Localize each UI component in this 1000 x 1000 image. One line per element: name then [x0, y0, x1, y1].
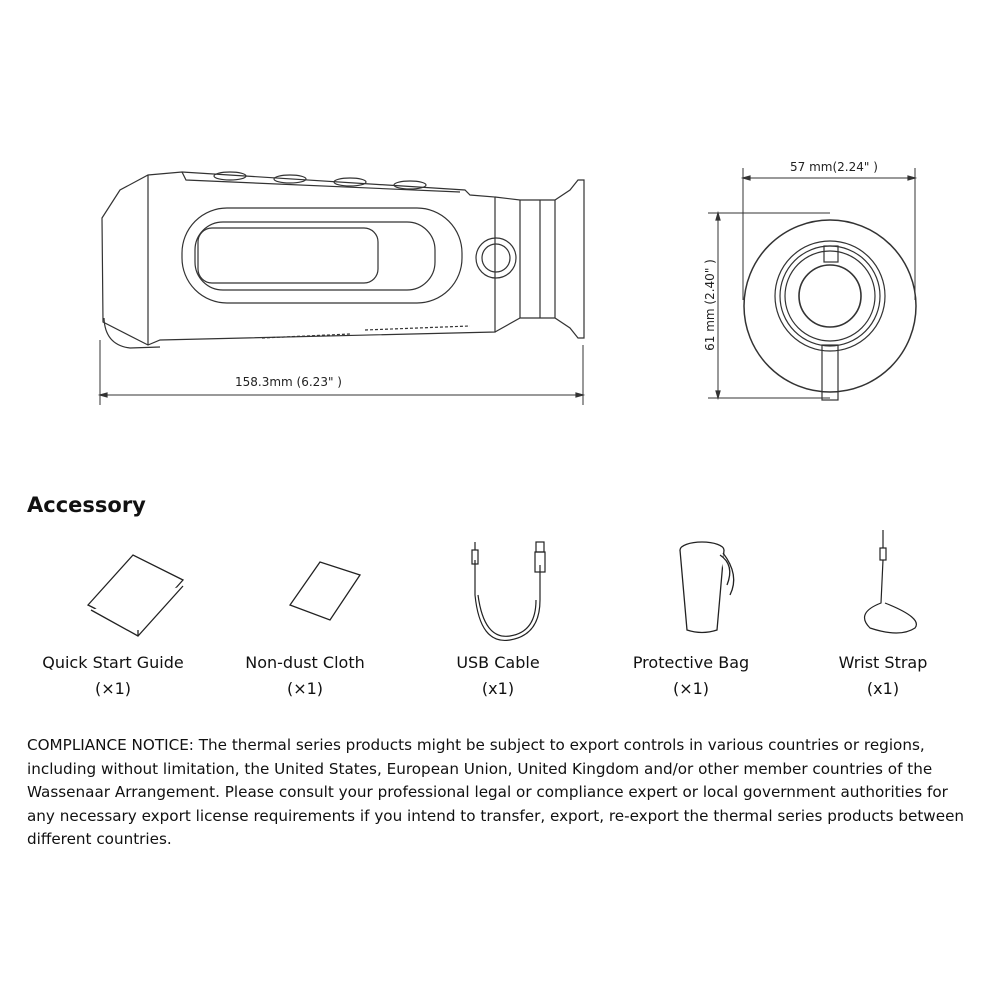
accessory-name: Non-dust Cloth	[245, 653, 365, 672]
accessory-item-quick-start-guide: Quick Start Guide (×1)	[18, 650, 208, 702]
accessory-name: Wrist Strap	[838, 653, 928, 672]
usb-cable-icon	[471, 541, 546, 642]
wrist-strap-icon	[863, 530, 917, 634]
accessory-qty: (×1)	[94, 679, 132, 698]
device-front-view	[708, 168, 918, 401]
accessory-heading: Accessory	[27, 493, 146, 517]
length-dimension-label: 158.3mm (6.23" )	[235, 375, 342, 389]
accessory-item-usb-cable: USB Cable (x1)	[403, 650, 593, 702]
compliance-notice: COMPLIANCE NOTICE: The thermal series pr…	[27, 736, 965, 848]
booklet-icon	[86, 554, 185, 637]
accessory-item-protective-bag: Protective Bag (×1)	[596, 650, 786, 702]
accessory-qty: (×1)	[286, 679, 324, 698]
accessory-qty: (x1)	[481, 679, 515, 698]
accessory-name: Protective Bag	[632, 653, 750, 672]
height-dimension-label: 61 mm (2.40" )	[703, 259, 717, 351]
accessory-name: USB Cable	[456, 653, 540, 672]
accessory-item-non-dust-cloth: Non-dust Cloth (×1)	[210, 650, 400, 702]
cloth-icon	[288, 561, 362, 621]
bag-icon	[679, 541, 735, 634]
accessory-qty: (×1)	[672, 679, 710, 698]
accessory-item-wrist-strap: Wrist Strap (x1)	[788, 650, 978, 702]
device-side-view	[97, 171, 586, 405]
accessory-qty: (x1)	[866, 679, 900, 698]
width-dimension-label: 57 mm(2.24" )	[790, 160, 878, 174]
accessory-name: Quick Start Guide	[42, 653, 184, 672]
